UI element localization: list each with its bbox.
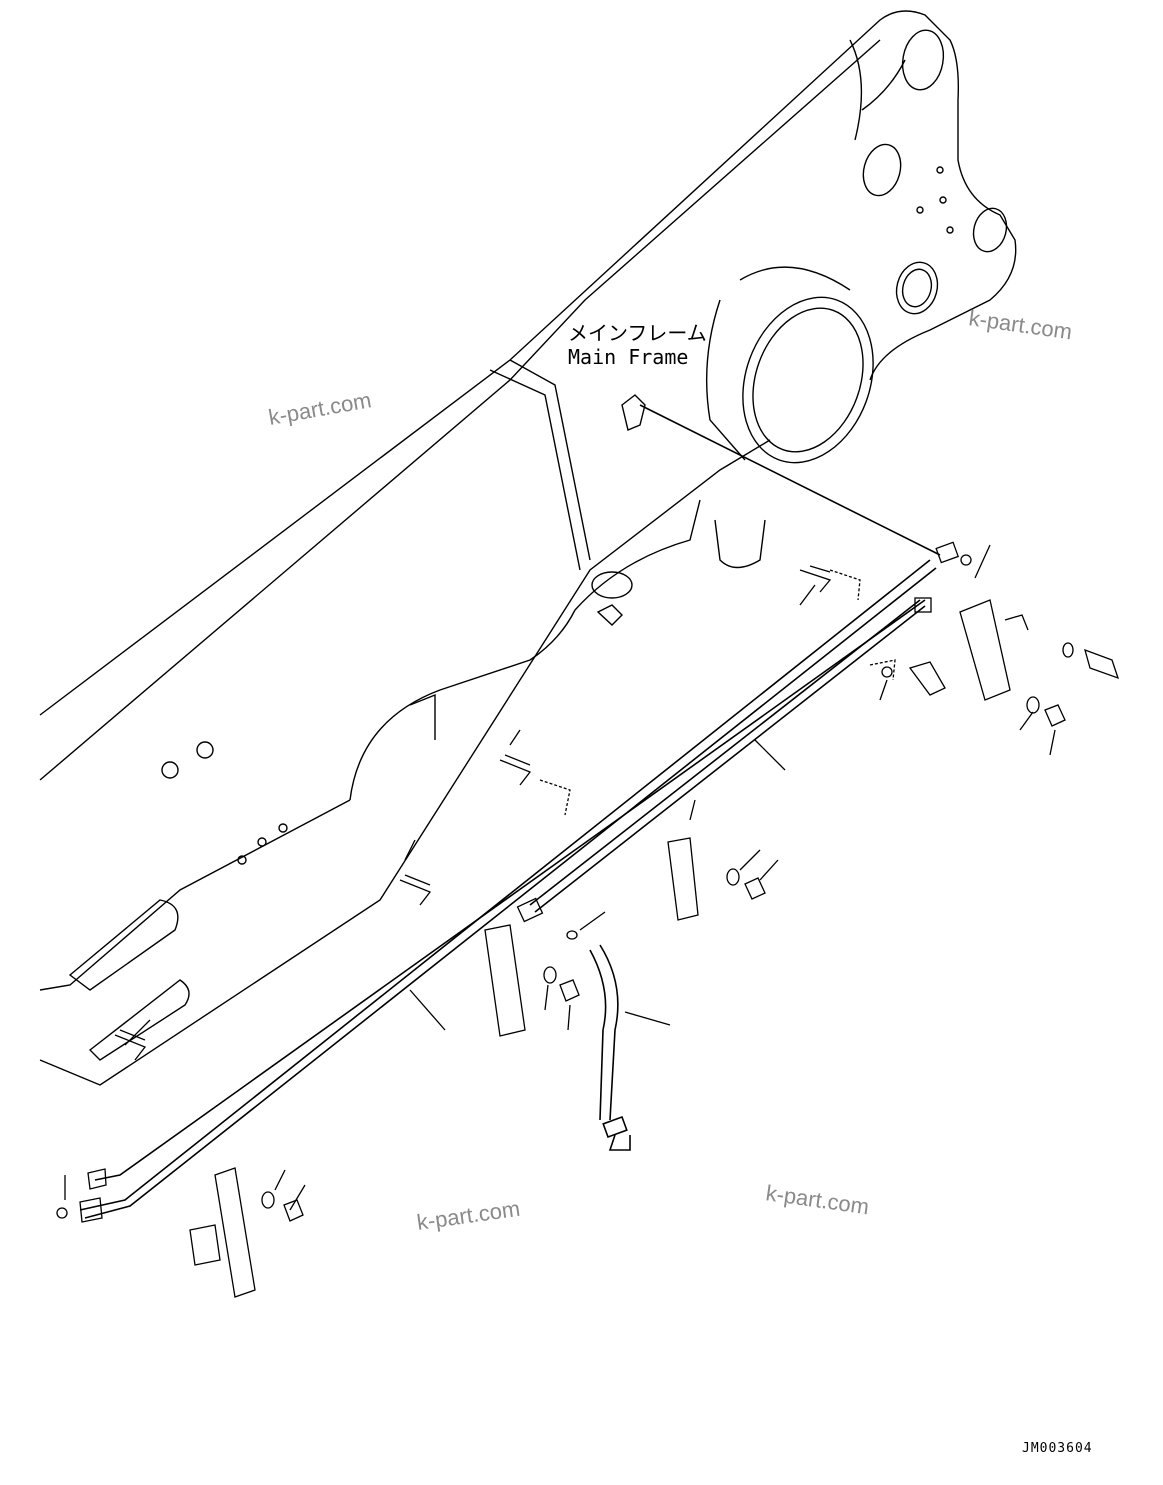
clamp-hardware [56,541,1120,1298]
drawing-code: JM003604 [1022,1441,1093,1456]
watermark: k-part.com [764,1180,870,1219]
watermark: k-part.com [267,387,374,430]
watermark: k-part.com [415,1196,521,1235]
main-frame-drawing [39,10,1017,1086]
hydraulic-pipes [79,404,941,1219]
main-frame-label-en: Main Frame [568,345,688,369]
watermark: k-part.com [967,305,1073,344]
main-frame-label-jp: メインフレーム [568,321,707,345]
